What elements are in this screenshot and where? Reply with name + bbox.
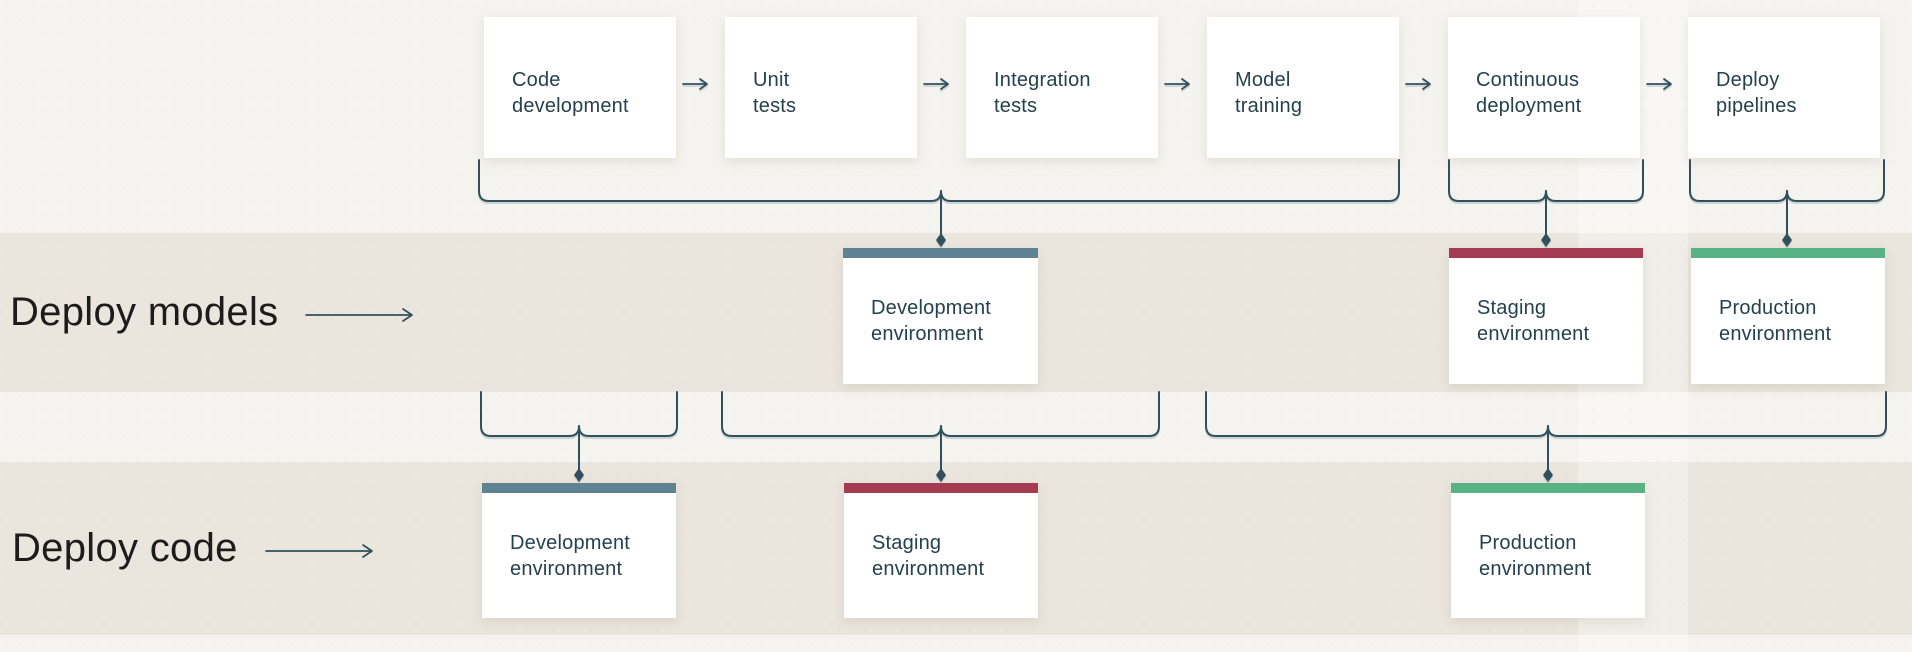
environment-accent-bar [482, 483, 676, 493]
stage-label: Model training [1235, 68, 1303, 117]
stage-label: Code development [512, 68, 629, 117]
stage-accent-bar [1207, 17, 1399, 27]
stage-accent-bar [725, 17, 917, 27]
models-staging-environment: Staging environment [1449, 248, 1643, 384]
stage-accent-bar [484, 17, 676, 27]
stage-label: Continuous deployment [1476, 68, 1582, 117]
diamond-arrowhead-icon [1543, 468, 1553, 482]
diamond-arrowhead-icon [574, 468, 584, 482]
models-production-environment: Production environment [1691, 248, 1885, 384]
stage-deploy-pipelines: Deploy pipelines [1688, 17, 1880, 158]
bracket-to-code-staging-environment [721, 391, 1160, 482]
stage-accent-bar [1688, 17, 1880, 27]
environment-label: Development environment [510, 531, 631, 580]
environment-label: Development environment [871, 297, 992, 345]
environment-accent-bar [1451, 483, 1645, 493]
stage-model-training: Model training [1207, 17, 1399, 158]
stage-integration-tests: Integration tests [966, 17, 1158, 158]
environment-accent-bar [1449, 248, 1643, 258]
models-development-environment: Development environment [843, 248, 1038, 384]
deploy-code-row-label: Deploy code [12, 462, 380, 635]
environment-label: Production environment [1479, 531, 1592, 580]
code-production-environment: Production environment [1451, 483, 1645, 618]
environment-label: Staging environment [872, 531, 985, 580]
environment-accent-bar [1691, 248, 1885, 258]
environment-accent-bar [844, 483, 1038, 493]
stage-continuous-deployment: Continuous deployment [1448, 17, 1640, 158]
code-staging-environment: Staging environment [844, 483, 1038, 618]
diamond-arrowhead-icon [1541, 233, 1551, 247]
bracket-pipeline-to-dev-environment [478, 159, 1400, 247]
stage-accent-bar [1448, 17, 1640, 27]
environment-label: Staging environment [1477, 297, 1590, 345]
bracket-to-code-dev-environment [480, 391, 678, 482]
long-arrow-right-icon [305, 307, 414, 322]
bracket-to-code-production-environment [1205, 391, 1887, 482]
bracket-cd-to-staging-environment [1448, 159, 1644, 247]
long-arrow-right-icon [264, 543, 373, 558]
bracket-pipelines-to-production-environment [1689, 159, 1885, 247]
environment-label: Production environment [1719, 297, 1832, 345]
code-development-environment: Development environment [482, 483, 676, 618]
stage-flow-arrows [682, 78, 1672, 90]
stage-accent-bar [966, 17, 1158, 27]
stage-unit-tests: Unit tests [725, 17, 917, 158]
row-label-text: Deploy models [10, 290, 279, 334]
row-label-text: Deploy code [12, 526, 238, 570]
environment-accent-bar [843, 248, 1038, 258]
stage-label: Unit tests [753, 68, 797, 117]
stage-label: Integration tests [994, 68, 1091, 117]
diamond-arrowhead-icon [1782, 233, 1792, 247]
stage-label: Deploy pipelines [1716, 68, 1797, 117]
stage-code-development: Code development [484, 17, 676, 158]
diamond-arrowhead-icon [936, 233, 946, 247]
deploy-models-row-label: Deploy models [10, 233, 420, 392]
diamond-arrowhead-icon [936, 468, 946, 482]
